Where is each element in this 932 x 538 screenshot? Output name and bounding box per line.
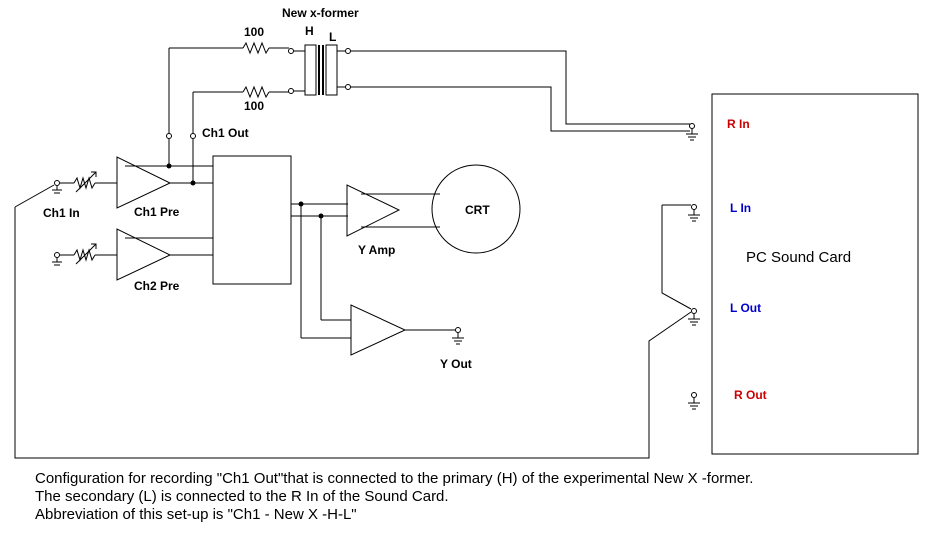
caption: Configuration for recording "Ch1 Out"tha… bbox=[35, 470, 753, 524]
tap-node-left bbox=[166, 133, 172, 139]
crt-label: CRT bbox=[465, 203, 490, 217]
caption-line-2: The secondary (L) is connected to the R … bbox=[35, 488, 449, 505]
resistor-bottom bbox=[193, 85, 289, 99]
ch1-in-label: Ch1 In bbox=[43, 206, 80, 220]
xformer-label: New x-former bbox=[282, 6, 359, 20]
ch2-pre-label: Ch2 Pre bbox=[134, 279, 180, 293]
resistor-bottom-label: 100 bbox=[244, 99, 264, 113]
y-amp bbox=[346, 184, 401, 237]
caption-line-3: Abbreviation of this set-up is "Ch1 - Ne… bbox=[35, 506, 357, 523]
ch2-input bbox=[52, 243, 117, 266]
ch1-preamp bbox=[116, 156, 172, 209]
ch1-input bbox=[14, 171, 117, 208]
mixer-block bbox=[212, 155, 292, 285]
y-out-label: Y Out bbox=[440, 357, 472, 371]
caption-line-1: Configuration for recording "Ch1 Out"tha… bbox=[35, 470, 754, 487]
tap-node-right bbox=[190, 133, 196, 139]
l-out-label: L Out bbox=[730, 301, 761, 315]
r-in-label: R In bbox=[727, 117, 750, 131]
pc-sound-card bbox=[711, 93, 919, 455]
l-label: L bbox=[329, 30, 336, 44]
sound-card-label: PC Sound Card bbox=[746, 249, 851, 266]
ch1-pre-label: Ch1 Pre bbox=[134, 205, 180, 219]
h-label: H bbox=[305, 24, 314, 38]
crt bbox=[431, 164, 521, 254]
transformer bbox=[288, 44, 351, 96]
ch2-preamp bbox=[116, 228, 172, 281]
resistor-top-label: 100 bbox=[244, 25, 264, 39]
y-out-amp bbox=[350, 304, 407, 356]
r-out-label: R Out bbox=[734, 388, 767, 402]
ch1-out-label: Ch1 Out bbox=[202, 126, 249, 140]
resistor-top bbox=[169, 41, 289, 55]
l-in-label: L In bbox=[730, 201, 751, 215]
y-amp-label: Y Amp bbox=[358, 243, 395, 257]
